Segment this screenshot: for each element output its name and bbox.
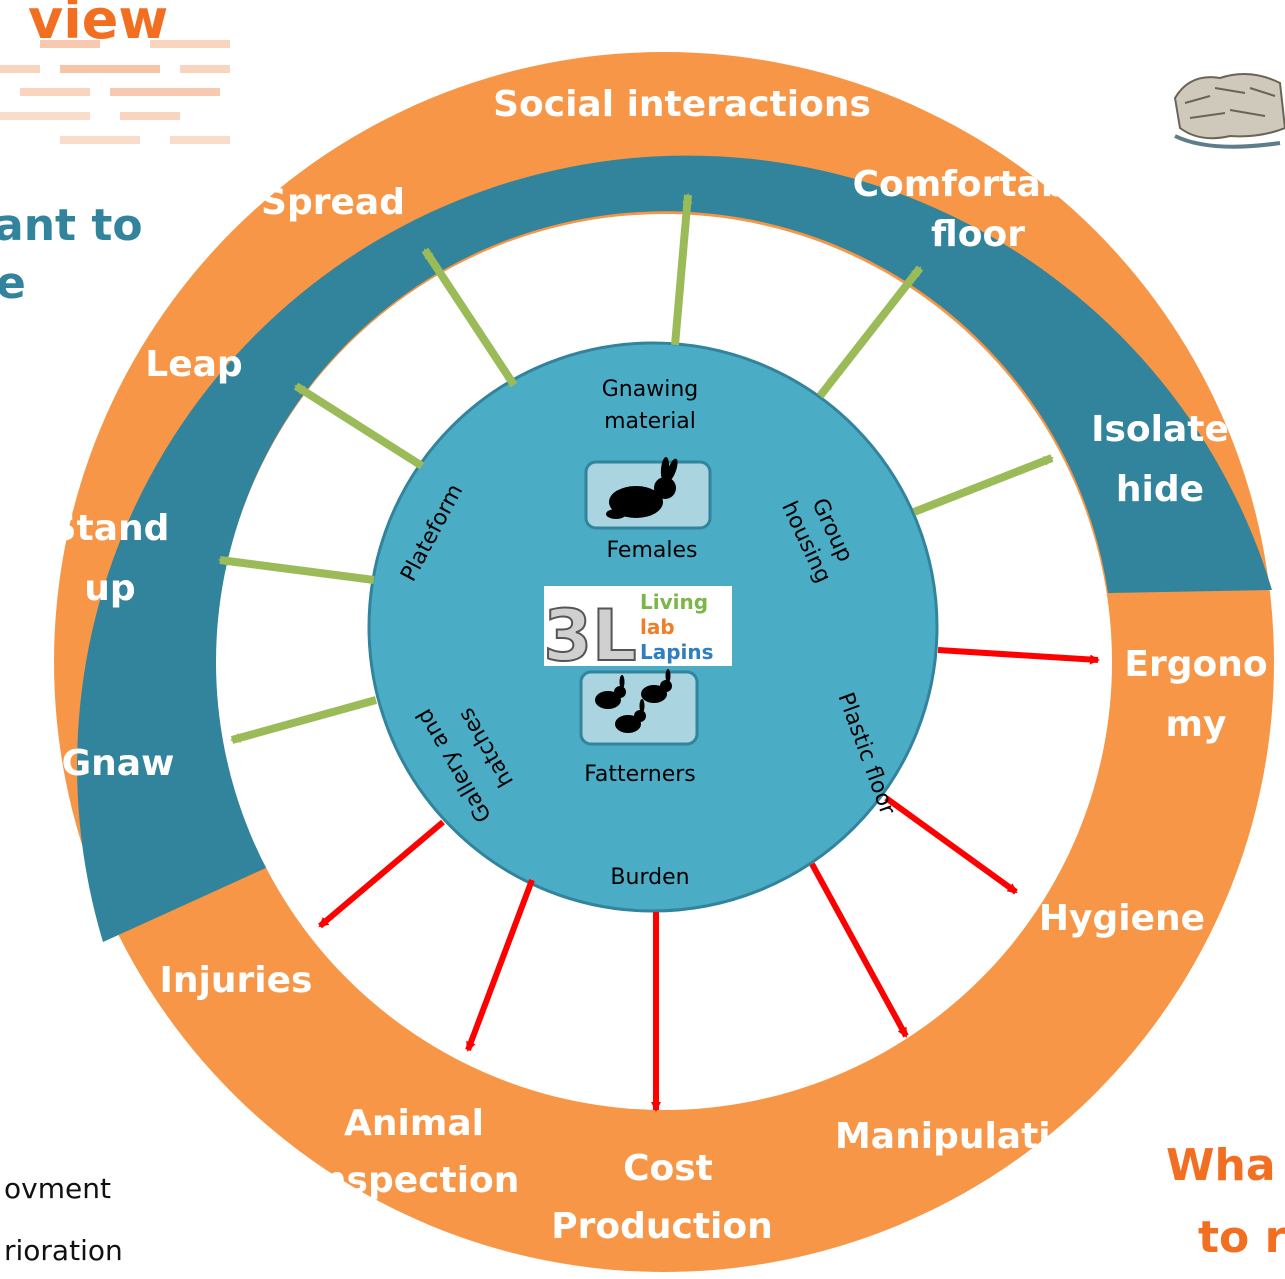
- arrow-social: [671, 193, 693, 346]
- label-spread: Spread: [261, 182, 405, 223]
- label-animal-inspection-1: Animal: [344, 1103, 484, 1144]
- arrow-animal-inspection: [465, 878, 535, 1052]
- bottom-text-fragment-2: rioration: [4, 1234, 123, 1267]
- center-fatteners: Fatterners: [584, 762, 696, 787]
- center-burden: Burden: [610, 865, 689, 890]
- label-gnaw: Gnaw: [62, 743, 175, 784]
- right-heading-fragment-1: Wha: [1166, 1140, 1276, 1191]
- female-rabbit-icon: [584, 457, 712, 530]
- label-stand-up-2: up: [84, 568, 135, 609]
- label-comfortable-floor-1: Comfortable: [853, 164, 1104, 205]
- left-heading-fragment-2: e: [0, 258, 26, 309]
- label-isolate-hide-1: Isolate: [1091, 409, 1229, 450]
- arrow-stand: [218, 556, 375, 584]
- living-lab-lapins-logo: 3L Living lab Lapins: [542, 586, 732, 678]
- arrow-isolate: [912, 454, 1054, 516]
- label-cost-production-1: Cost: [623, 1148, 713, 1189]
- label-animal-inspection-2: inspection: [309, 1160, 520, 1201]
- label-comfortable-floor-2: floor: [931, 214, 1025, 255]
- arrow-injuries: [318, 819, 445, 929]
- label-stand-up-1: Stand: [51, 508, 170, 549]
- bottom-text-fragment-1: ovment: [4, 1172, 111, 1205]
- label-manipulation: Manipulation: [835, 1116, 1101, 1157]
- right-heading-fragment-2: to r: [1198, 1212, 1285, 1263]
- label-hygiene: Hygiene: [1039, 898, 1205, 939]
- svg-text:Lapins: Lapins: [640, 640, 714, 664]
- label-cost-production-2: Production: [551, 1206, 773, 1247]
- label-ergonomy-1: Ergono: [1124, 644, 1267, 685]
- arrow-manipulation: [809, 862, 909, 1038]
- center-females: Females: [606, 538, 697, 563]
- center-gnawing-material-1: Gnawing: [602, 377, 699, 402]
- slide-title-fragment: view: [28, 0, 169, 51]
- center-gnawing-material-2: material: [604, 409, 696, 434]
- svg-text:lab: lab: [640, 615, 675, 639]
- label-social-interactions: Social interactions: [493, 84, 871, 125]
- label-leap: Leap: [145, 344, 242, 385]
- fattener-rabbits-icon: [579, 669, 699, 746]
- outer-ring-teal-segment: [77, 155, 1272, 942]
- arrow-spread: [421, 247, 518, 388]
- stone-wall-image: [1170, 58, 1285, 168]
- arrow-ergonomy: [937, 647, 1100, 665]
- svg-text:Living: Living: [640, 590, 708, 614]
- label-injuries: Injuries: [160, 960, 313, 1001]
- svg-text:3L: 3L: [543, 595, 636, 677]
- arrow-hygiene: [884, 795, 1018, 895]
- arrow-comfort: [816, 265, 924, 399]
- arrow-gnaw: [230, 696, 378, 744]
- label-isolate-hide-2: hide: [1116, 469, 1204, 510]
- background-stripes: [0, 40, 230, 144]
- label-ergonomy-2: my: [1166, 704, 1227, 745]
- left-heading-fragment-1: ant to: [0, 200, 143, 251]
- arrow-leap: [293, 382, 425, 470]
